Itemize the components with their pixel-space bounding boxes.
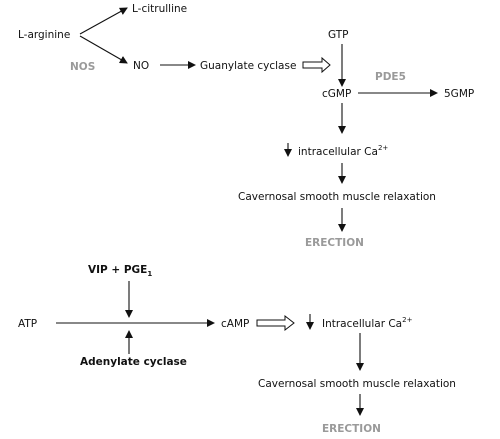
erection-camp-label: ERECTION <box>322 423 381 435</box>
relaxation-label: Cavernosal smooth muscle relaxation <box>238 191 436 203</box>
camp-activates-hollow-arrow <box>256 314 295 332</box>
pde5-label: PDE5 <box>375 71 406 83</box>
arginine-to-no-arrow <box>79 35 128 64</box>
adenylate-cyclase-label: Adenylate cyclase <box>80 356 187 368</box>
no-label: NO <box>133 60 149 72</box>
l-citrulline-label: L-citrulline <box>132 3 187 15</box>
intracellular-calcium-label: intracellular Ca2+ <box>298 144 388 158</box>
cgmp-label: cGMP <box>322 88 351 100</box>
guanylate-cyclase-label: Guanylate cyclase <box>200 60 296 72</box>
gtp-label: GTP <box>328 29 349 41</box>
nos-label: NOS <box>70 61 95 73</box>
erection-label: ERECTION <box>305 237 364 249</box>
atp-label: ATP <box>18 318 37 330</box>
l-arginine-label: L-arginine <box>18 29 70 41</box>
guanylate-activates-hollow-arrow <box>302 56 331 74</box>
five-gmp-label: 5GMP <box>444 88 474 100</box>
camp-label: cAMP <box>221 318 249 330</box>
intracellular-calcium-camp-label: Intracellular Ca2+ <box>322 316 413 330</box>
arginine-to-citrulline-arrow <box>79 7 128 35</box>
relaxation-camp-label: Cavernosal smooth muscle relaxation <box>258 378 456 390</box>
vip-pge-label: VIP + PGE1 <box>88 264 152 278</box>
